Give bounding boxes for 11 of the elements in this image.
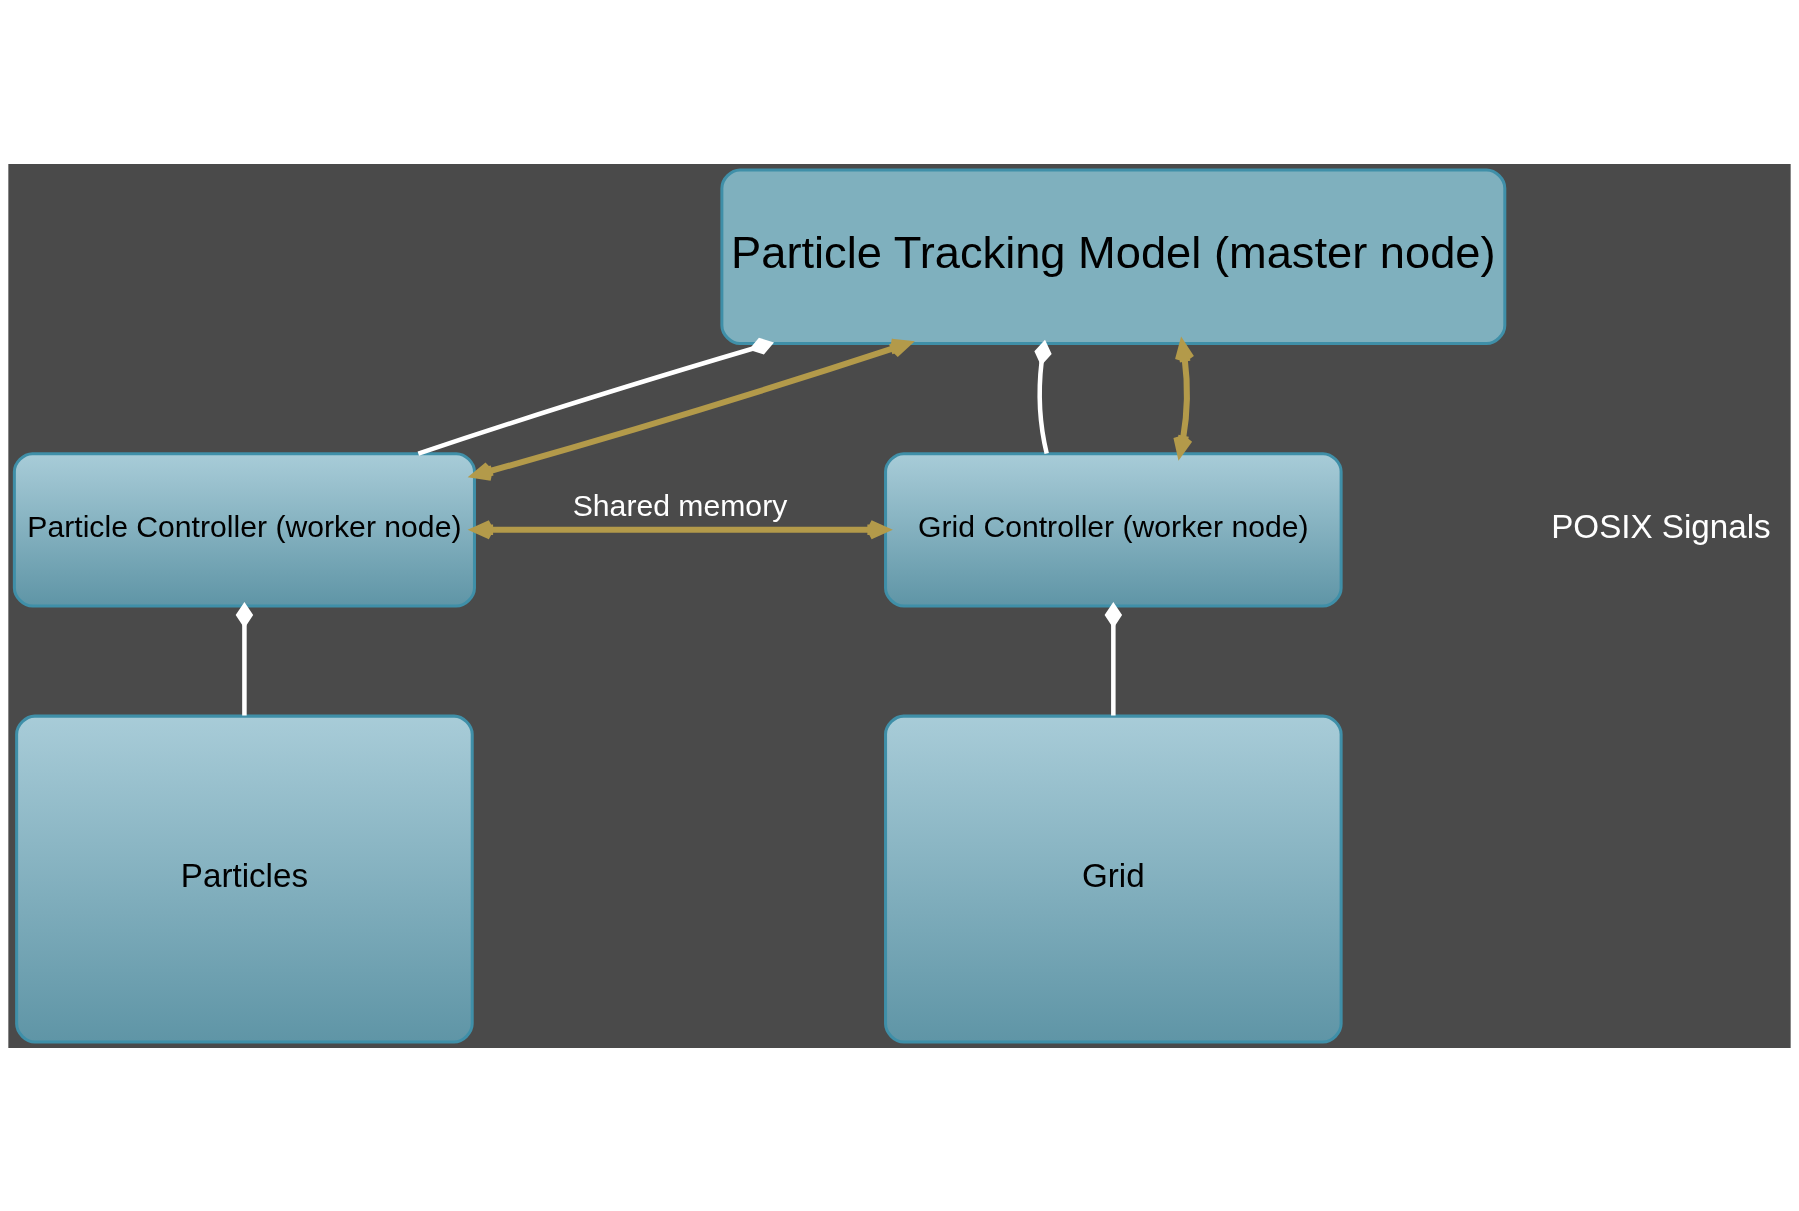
edge-label: Shared memory: [572, 488, 788, 522]
node-box: Particles: [15, 714, 474, 1043]
node-box: Particle Controller (worker node): [12, 451, 476, 607]
label: POSIX Signals: [1551, 507, 1771, 545]
connector: [1034, 339, 1052, 454]
node-box: Particle Tracking Model (master node): [720, 168, 1507, 345]
connector: [235, 601, 254, 715]
connector: [1104, 601, 1123, 715]
node-box: Grid: [884, 714, 1343, 1043]
connector: [417, 337, 775, 456]
node-box: Grid Controller (worker node): [884, 451, 1343, 607]
